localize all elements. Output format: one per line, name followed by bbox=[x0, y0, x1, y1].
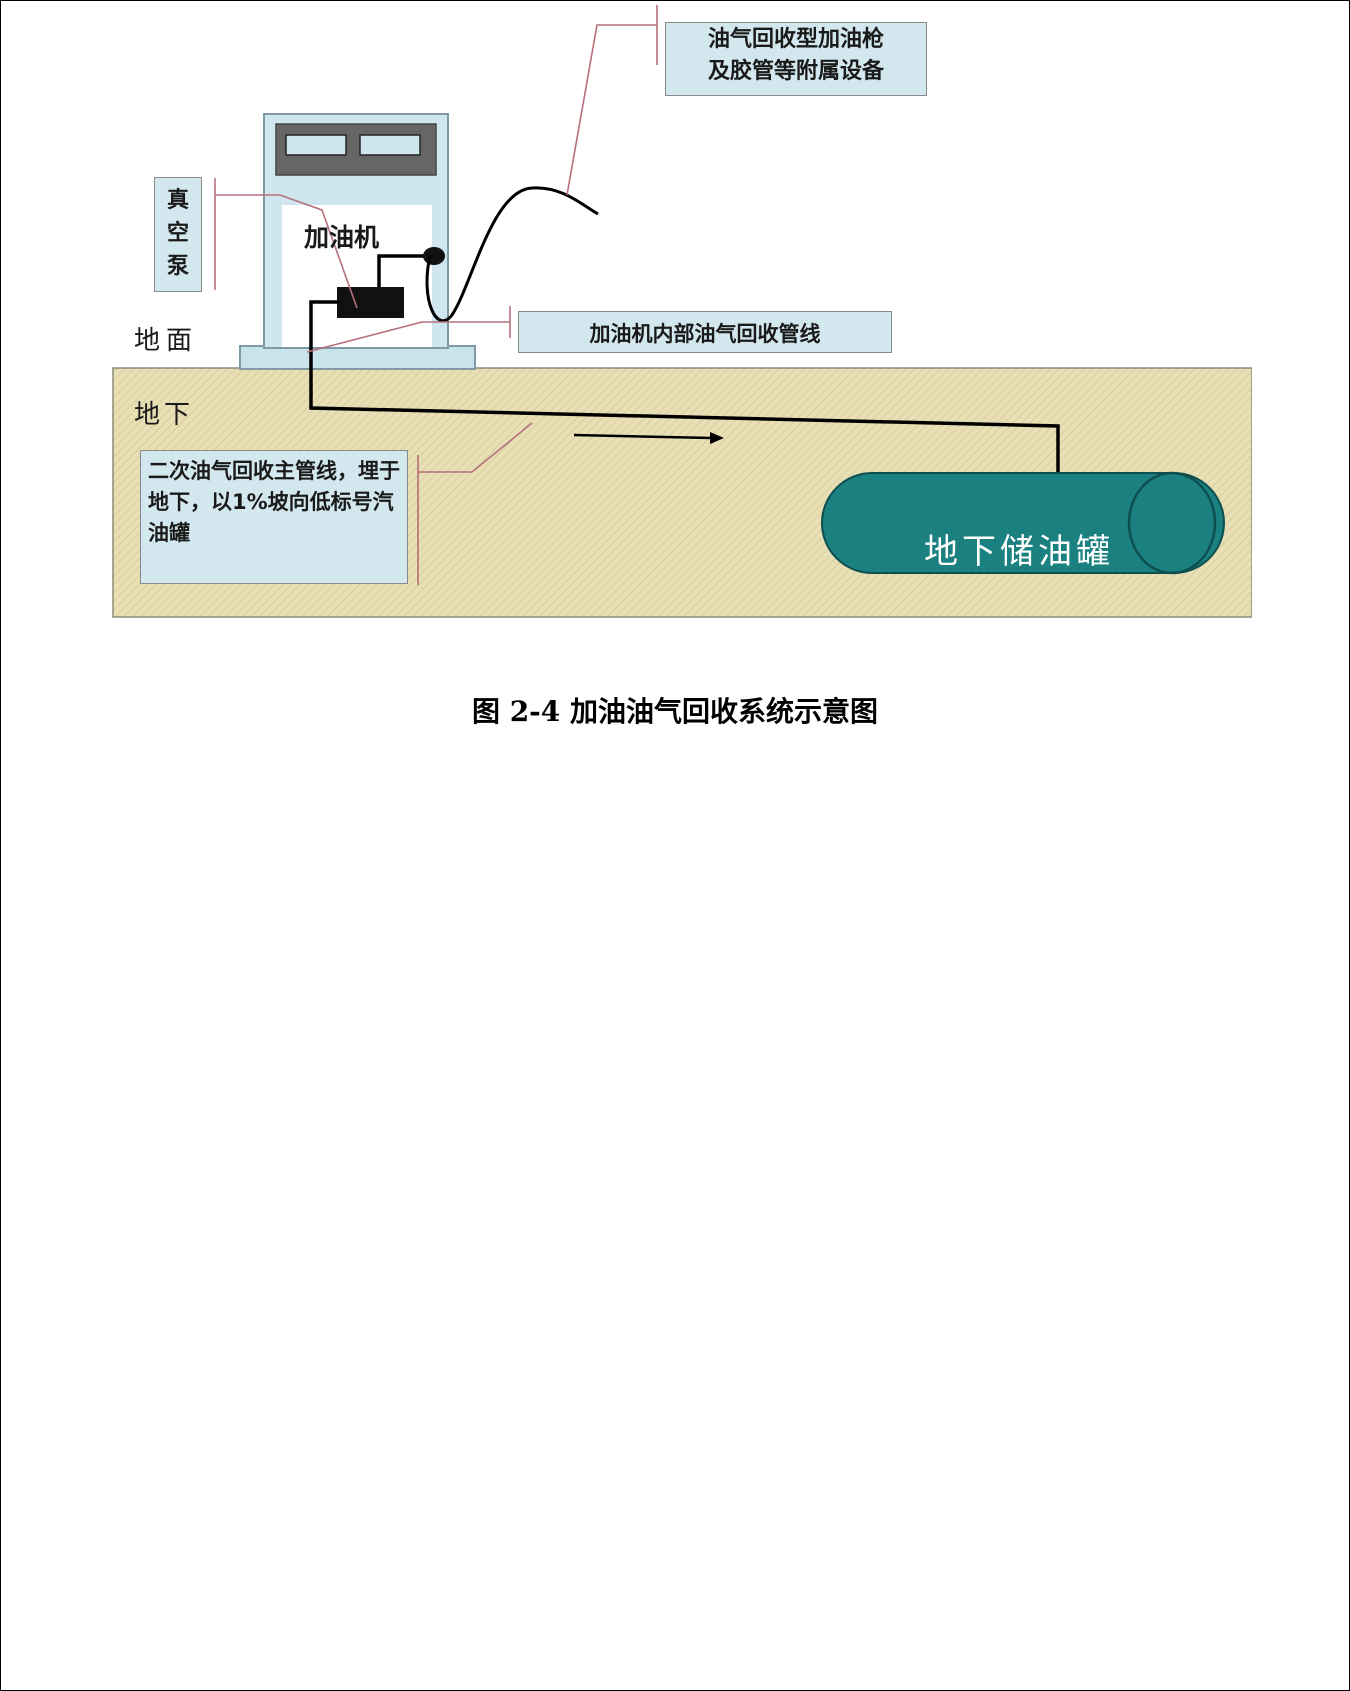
internal-line-label-box bbox=[518, 311, 892, 353]
nozzle-label-box bbox=[665, 22, 927, 96]
leader-nozzle bbox=[566, 24, 657, 196]
internal-line-label: 加油机内部油气回收管线 bbox=[589, 322, 821, 346]
main-line-label: 二次油气回收主管线，埋于地下，以1%坡向低标号汽油罐 bbox=[148, 459, 400, 545]
vacuum-pump-label: 真 空 泵 bbox=[166, 188, 189, 279]
vacuum-pump-block bbox=[337, 287, 404, 318]
pump-to-nozzle-line bbox=[377, 254, 432, 287]
tank-end-cap bbox=[1127, 471, 1217, 575]
main-line-label-box bbox=[140, 450, 408, 584]
vapor-recovery-diagram: 油气回收型加油枪 及胶管等附属设备 真 空 泵 加油机 地面 加油机内部油气回收… bbox=[112, 0, 1252, 620]
leader-main-line bbox=[418, 422, 533, 473]
nozzle-holder bbox=[423, 247, 445, 265]
ground-label: 地面 bbox=[134, 326, 199, 356]
dispenser-label: 加油机 bbox=[304, 223, 380, 252]
figure-caption: 图 2-4 加油油气回收系统示意图 bbox=[471, 695, 879, 728]
display-window-left bbox=[285, 134, 347, 156]
main-vapor-line bbox=[309, 300, 1060, 474]
hose bbox=[425, 186, 599, 323]
flow-arrow-head bbox=[710, 432, 724, 444]
vacuum-pump-label-box bbox=[154, 177, 202, 292]
dispenser-base bbox=[239, 345, 476, 370]
tank-label: 地下储油罐 bbox=[924, 532, 1114, 572]
underground-label: 地下 bbox=[134, 400, 195, 430]
nozzle-label: 油气回收型加油枪 及胶管等附属设备 bbox=[707, 27, 884, 84]
leader-internal-line bbox=[306, 321, 510, 353]
flow-arrow-line bbox=[573, 433, 713, 440]
leader-pump bbox=[215, 194, 358, 309]
dispenser-inner-panel bbox=[282, 205, 432, 347]
display-window-right bbox=[359, 134, 421, 156]
